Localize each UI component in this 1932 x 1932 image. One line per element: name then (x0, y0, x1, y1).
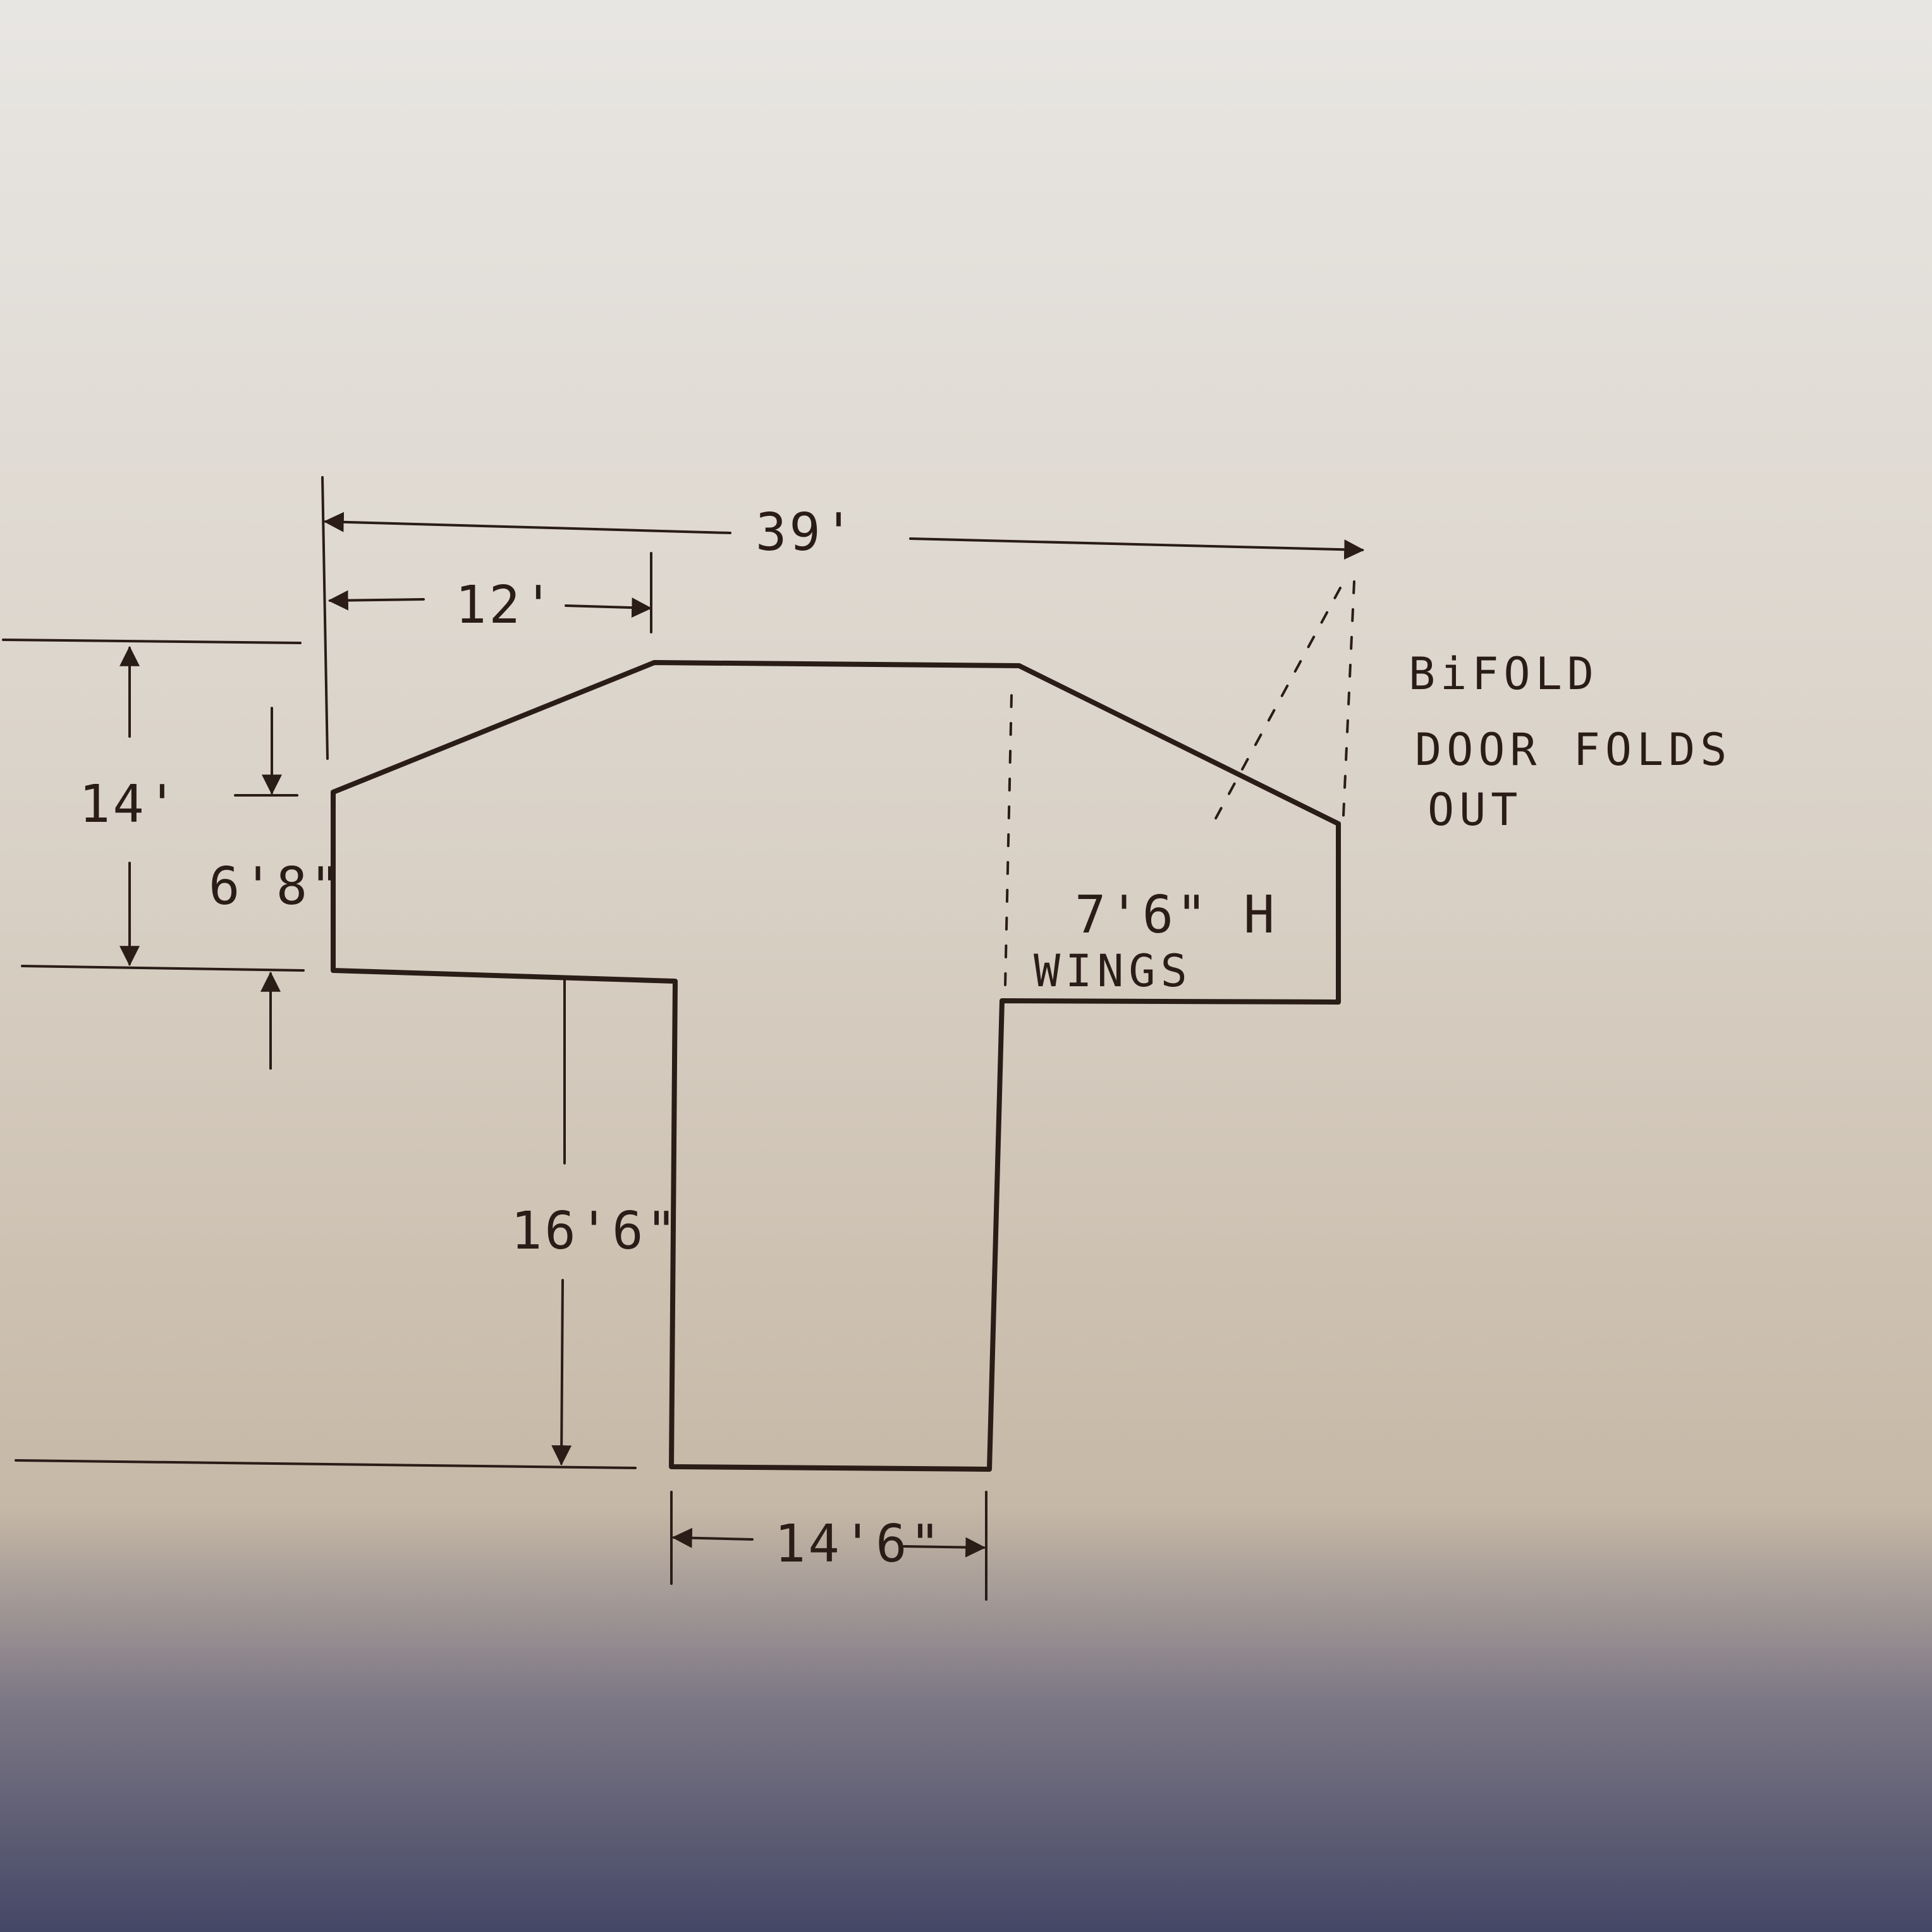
bifold-note-line3: OUT (1428, 784, 1522, 836)
dim-14-6-arrow-left (671, 1527, 754, 1548)
dim-16-6-label: 16'6" (511, 1201, 680, 1261)
dim-14-ext-top (2, 639, 302, 644)
wing-divider-dashed (1004, 694, 1013, 987)
dim-14-6-arrow-right (903, 1537, 986, 1558)
dim-12-arrow-right (565, 597, 652, 618)
bifold-note-line1: BiFOLD (1409, 648, 1599, 700)
dim-6-8-label: 6'8" (209, 857, 343, 917)
dim-16-6-ext-bottom (15, 1459, 637, 1469)
dim-39-label: 39' (755, 503, 857, 563)
wing-height-label: 7'6" H (1075, 885, 1277, 945)
bifold-note-line2: DOOR FOLDS (1415, 724, 1732, 776)
wings-label: WINGS (1034, 945, 1192, 997)
dim-14-ext-bottom (21, 965, 305, 972)
dim-12-arrow-left (327, 590, 425, 611)
dim-14-label: 14' (79, 774, 180, 835)
bifold-door-dashed (1342, 580, 1355, 817)
building-outline (331, 660, 1341, 1472)
dim-39-arrow-right (909, 537, 1365, 560)
dim-12-label: 12' (455, 575, 556, 635)
dim-16-6-arrow-down (551, 1279, 572, 1466)
dim-14-6-label: 14'6" (774, 1514, 943, 1574)
bifold-swing-dashed (1213, 587, 1342, 823)
dim-39-arrow-left (323, 511, 731, 534)
dim-39-tick-left (321, 476, 329, 760)
